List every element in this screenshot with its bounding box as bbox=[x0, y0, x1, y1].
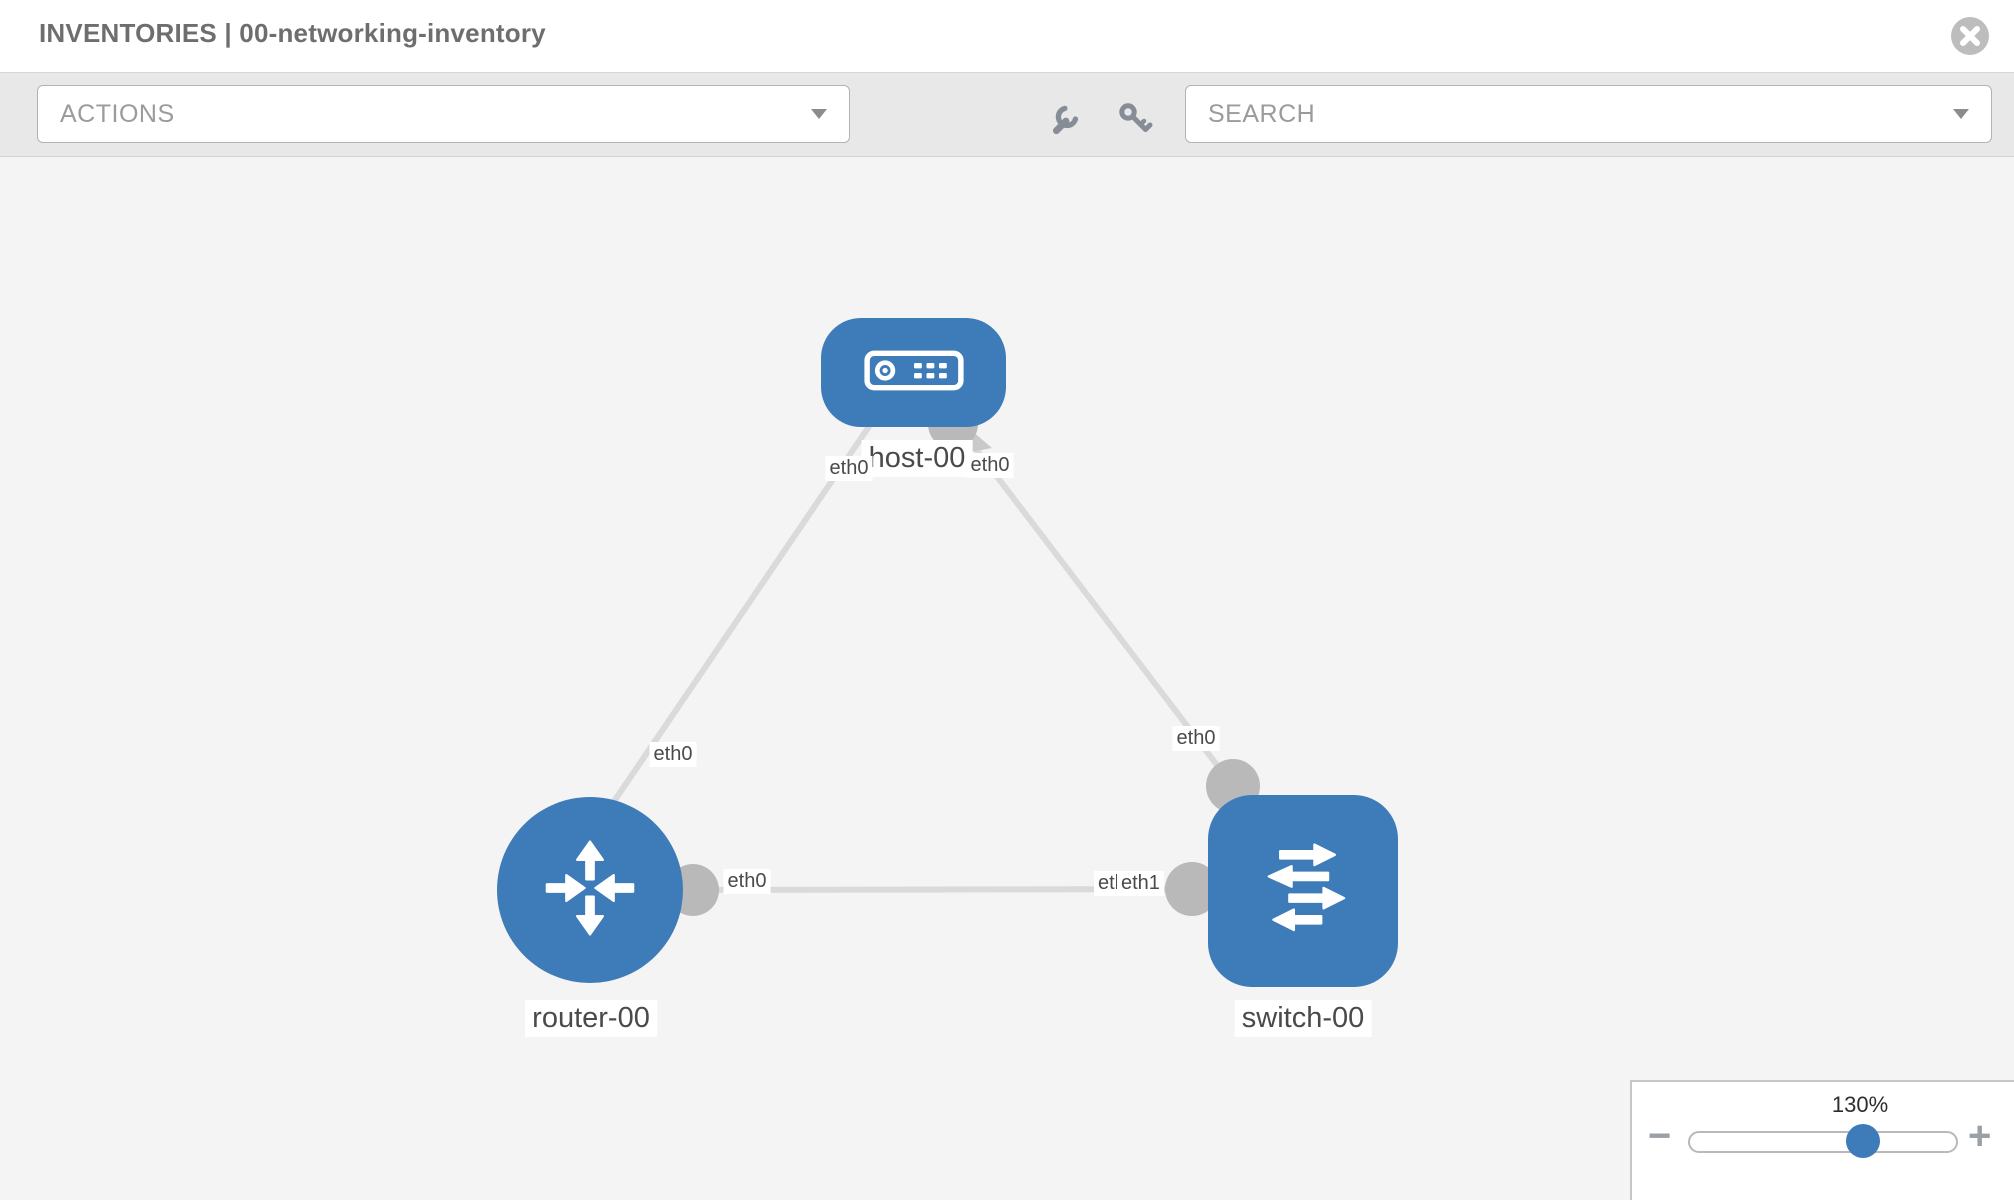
chevron-down-icon bbox=[1953, 109, 1969, 119]
port-label-router-link-eth0: eth0 bbox=[649, 742, 697, 767]
actions-dropdown[interactable]: ACTIONS bbox=[37, 85, 850, 143]
zoom-in-button[interactable]: + bbox=[1968, 1114, 1992, 1158]
server-icon bbox=[863, 350, 964, 396]
key-icon bbox=[1117, 102, 1153, 140]
port-label-host-eth0-right: eth0 bbox=[966, 453, 1014, 478]
node-label-router: router-00 bbox=[525, 1000, 657, 1037]
search-dropdown-label: SEARCH bbox=[1208, 99, 1316, 128]
zoom-out-button[interactable]: − bbox=[1648, 1114, 1672, 1158]
header: INVENTORIES | 00-networking-inventory bbox=[0, 0, 2014, 72]
node-label-switch: switch-00 bbox=[1234, 1000, 1372, 1037]
actions-dropdown-label: ACTIONS bbox=[60, 99, 175, 128]
zoom-level-text: 130% bbox=[1831, 1092, 1889, 1117]
link-host-router bbox=[597, 420, 875, 824]
node-router-00[interactable] bbox=[497, 797, 683, 983]
port-connector-switch-left bbox=[1165, 862, 1219, 916]
zoom-slider-thumb[interactable] bbox=[1846, 1124, 1880, 1158]
port-label-router-eth0: eth0 bbox=[723, 869, 771, 894]
chevron-down-icon bbox=[811, 109, 827, 119]
page-title: INVENTORIES | 00-networking-inventory bbox=[39, 18, 546, 48]
node-host-00[interactable] bbox=[821, 318, 1006, 427]
port-label-switch-link-eth0: eth0 bbox=[1172, 726, 1220, 751]
node-switch-00[interactable] bbox=[1208, 795, 1398, 987]
close-icon bbox=[1950, 17, 1990, 59]
wrench-button[interactable] bbox=[1044, 97, 1090, 143]
wrench-icon bbox=[1049, 105, 1085, 140]
topology-links-layer bbox=[597, 399, 1260, 916]
port-label-switch-eth1: eth1 bbox=[1117, 871, 1164, 896]
key-button[interactable] bbox=[1112, 97, 1158, 143]
search-dropdown[interactable]: SEARCH bbox=[1185, 85, 1992, 143]
close-button[interactable] bbox=[1950, 16, 1990, 56]
zoom-panel: 130% − + bbox=[1630, 1080, 2014, 1200]
router-icon bbox=[536, 834, 644, 947]
node-label-host: host-00 bbox=[861, 440, 973, 477]
port-label-host-eth0-left: eth0 bbox=[825, 456, 873, 481]
topology-canvas[interactable]: host-00 router-00 switch-00 eth0 eth0 et… bbox=[0, 157, 2014, 1200]
zoom-slider-track[interactable] bbox=[1688, 1124, 1958, 1158]
switch-icon bbox=[1246, 832, 1360, 951]
